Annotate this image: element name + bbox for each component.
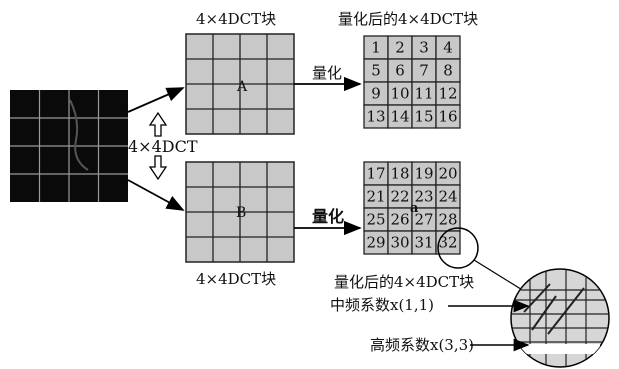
quant-label-top: 量化 [312, 64, 342, 82]
bottom-cell-number: 21 [366, 188, 385, 206]
arrow-to-block-b [127, 179, 185, 211]
top-cell-number: 15 [414, 108, 433, 126]
bottom-cell-number: 19 [414, 165, 433, 183]
top-block-title: 4×4DCT块 [196, 10, 276, 28]
top-cell-number: 1 [371, 39, 381, 57]
top-cell-number: 3 [419, 39, 429, 57]
bottom-quant-title: 量化后的4×4DCT块 [334, 273, 474, 291]
quant-block-title: 量化后的4×4DCT块 [338, 10, 478, 28]
arrow-to-block-a [127, 87, 185, 113]
top-cell-number: 11 [414, 85, 433, 103]
dct-block-b: B [185, 161, 295, 263]
bottom-cell-number: 20 [438, 165, 457, 183]
bottom-cell-number: 27 [414, 211, 433, 229]
bottom-cell-number: 29 [366, 234, 385, 252]
top-cell-number: 16 [438, 108, 457, 126]
bottom-cell-number: 22 [390, 188, 409, 206]
quantized-block-bottom: 17 18 19 20 21 22 23 24 25 26 27 28 29 30 31 32 [363, 161, 461, 255]
block-a-label: A [236, 79, 248, 95]
bottom-block-title: 4×4DCT块 [196, 270, 276, 288]
top-cell-number: 4 [443, 39, 453, 57]
source-image [10, 90, 128, 202]
bottom-cell-number: 32 [438, 234, 457, 252]
block-b-label: B [236, 205, 246, 221]
bottom-cell-number: 31 [414, 234, 433, 252]
dct-block-a: A [185, 33, 295, 135]
top-cell-number: 9 [371, 85, 381, 103]
mid-freq-label: 中频系数x(1,1) [330, 296, 434, 314]
bottom-cell-number: 24 [438, 188, 457, 206]
highlight-circle-small [437, 227, 479, 269]
top-cell-number: 8 [443, 62, 453, 80]
marker-label: a [410, 201, 419, 216]
bottom-cell-number: 23 [414, 188, 433, 206]
bottom-cell-number: 28 [438, 211, 457, 229]
quant-label-bottom: 量化 [312, 207, 344, 226]
dct-label: 4×4DCT [128, 137, 198, 156]
high-freq-label: 高频系数x(3,3) [370, 336, 474, 354]
top-cell-number: 5 [371, 62, 381, 80]
top-cell-number: 13 [366, 108, 385, 126]
bottom-cell-number: 18 [390, 165, 409, 183]
bottom-cell-number: 26 [390, 211, 409, 229]
top-cell-number: 14 [390, 108, 409, 126]
top-cell-number: 7 [419, 62, 429, 80]
hollow-up-arrow-icon [148, 111, 168, 137]
top-cell [435, 104, 461, 129]
top-cell-number: 12 [438, 85, 457, 103]
bottom-cell-number: 30 [390, 234, 409, 252]
bottom-cell-number: 25 [366, 211, 385, 229]
bottom-cell-number: 17 [366, 165, 385, 183]
zoom-magnifier [510, 268, 610, 368]
top-cell-number: 6 [395, 62, 405, 80]
top-cell-number: 10 [390, 85, 409, 103]
top-cell-number: 2 [395, 39, 405, 57]
hollow-down-arrow-icon [148, 155, 168, 181]
